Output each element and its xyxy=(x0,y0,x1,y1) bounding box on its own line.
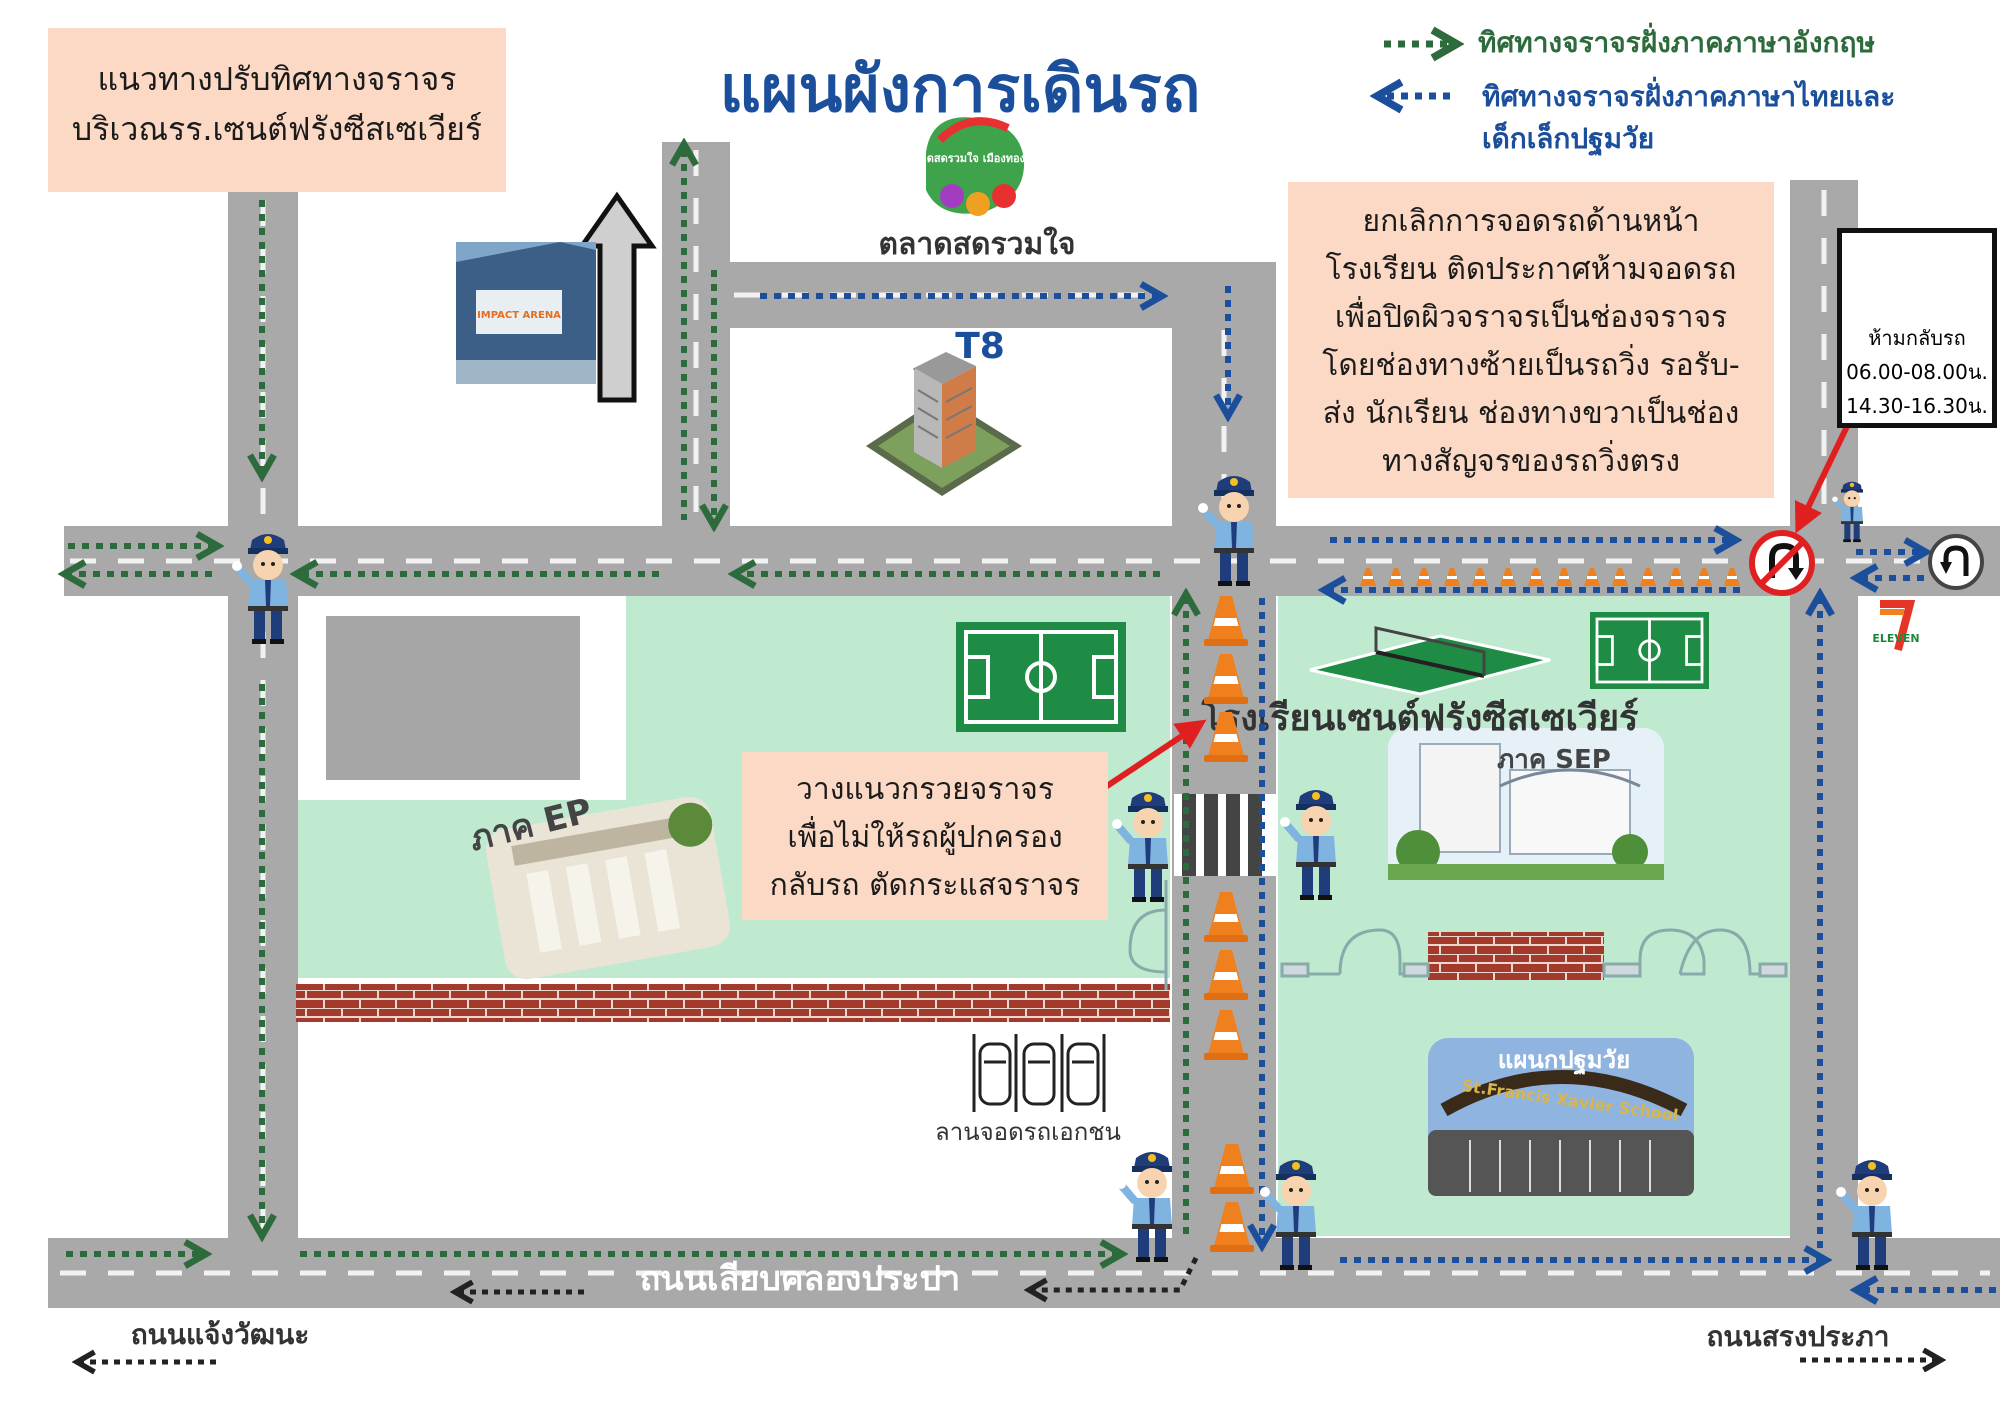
seven-eleven-logo-icon: ELEVEN xyxy=(1872,600,1920,652)
legend-blue-line: เด็กเล็กปฐมวัย xyxy=(1482,122,1655,155)
ep-building-photo xyxy=(486,796,730,980)
market-label: ตลาดสดรวมใจ xyxy=(879,226,1076,262)
parking-cars-icon xyxy=(972,1034,1106,1112)
cone-note-line: เพื่อไม่ให้รถผู้ปกครอง xyxy=(787,820,1063,855)
no-uturn-time-afternoon: 14.30-16.30น. xyxy=(1846,394,1988,418)
sep-building-photo xyxy=(1388,728,1664,880)
notice-box: ยกเลิกการจอดรถด้านหน้า โรงเรียน ติดประกา… xyxy=(1288,182,1774,498)
up-arrow-icon xyxy=(577,191,657,403)
cone-note-box: วางแนวกรวยจราจร เพื่อไม่ให้รถผู้ปกครอง ก… xyxy=(742,752,1108,920)
gate-icon xyxy=(1128,880,1788,990)
no-uturn-info-box: ห้ามกลับรถ 06.00-08.00น. 14.30-16.30น. xyxy=(1837,228,1997,428)
uturn-sign-icon xyxy=(1928,534,1984,590)
notice-line: โดยช่องทางซ้ายเป็นรถวิ่ง รอรับ- xyxy=(1322,348,1740,383)
no-uturn-label: ห้ามกลับรถ xyxy=(1868,326,1966,350)
cone-note-line: กลับรถ ตัดกระแสจราจร xyxy=(769,868,1081,903)
notice-line: ส่ง นักเรียน ช่องทางขวาเป็นช่อง xyxy=(1322,396,1740,431)
brick-wall-icon xyxy=(296,984,1170,1022)
building-icon xyxy=(866,352,1022,496)
kindergarten-label: แผนกปฐมวัย xyxy=(1498,1046,1630,1076)
crosswalk-icon xyxy=(1174,794,1276,876)
svg-text:ELEVEN: ELEVEN xyxy=(1872,632,1919,645)
legend-blue-label: ทิศทางจราจรฝั่งภาคภาษาไทยและ เด็กเล็กปฐม… xyxy=(1482,76,1895,160)
notice-line: ทางสัญจรของรถวิ่งตรง xyxy=(1381,444,1681,479)
svg-text:ตลาดสดรวมใจ เมืองทองธานี: ตลาดสดรวมใจ เมืองทองธานี xyxy=(907,151,1046,165)
red-pointer-arrow-icon xyxy=(1794,414,1855,534)
map-title: แผนผังการเดินรถ xyxy=(719,53,1201,127)
left-road-label: ถนนแจ้งวัฒนะ xyxy=(131,1318,310,1351)
building-label: T8 xyxy=(955,326,1005,367)
legend-green-label: ทิศทางจราจรฝั่งภาคภาษาอังกฤษ xyxy=(1478,26,1875,59)
kindergarten-photo: St.Francis Xavier School แผนกปฐมวัย xyxy=(1428,1038,1694,1196)
notice-line: ยกเลิกการจอดรถด้านหน้า xyxy=(1362,204,1700,239)
svg-text:IMPACT ARENA: IMPACT ARENA xyxy=(477,310,561,321)
tennis-court-icon xyxy=(1309,626,1551,696)
school-name-label: โรงเรียนเซนต์ฟรังซีสเซเวียร์ xyxy=(1201,696,1639,739)
blue-traffic-flow xyxy=(760,286,1996,1290)
info-line: แนวทางปรับทิศทางจราจร xyxy=(97,60,457,98)
notice-line: โรงเรียน ติดประกาศห้ามจอดรถ xyxy=(1325,252,1737,287)
cone-note-line: วางแนวกรวยจราจร xyxy=(796,772,1054,807)
market-logo-icon: ตลาดสดรวมใจ เมืองทองธานี xyxy=(907,117,1046,216)
gray-block xyxy=(326,616,580,780)
parking-label: ลานจอดรถเอกชน xyxy=(935,1118,1121,1146)
sep-label: ภาค SEP xyxy=(1497,745,1611,775)
green-traffic-flow xyxy=(66,150,1186,1254)
info-line: บริเวณรร.เซนต์ฟรังซีสเซเวียร์ xyxy=(71,110,483,148)
road-direction-arrows xyxy=(82,1256,1936,1362)
no-uturn-sign-icon xyxy=(1749,530,1815,596)
notice-line: เพื่อปิดผิวจราจรเป็นช่องจราจร xyxy=(1334,300,1728,335)
right-road-label: ถนนสรงประภา xyxy=(1706,1320,1889,1353)
brick-wall-icon xyxy=(1428,932,1604,980)
no-uturn-time-morning: 06.00-08.00น. xyxy=(1846,360,1988,384)
info-box: แนวทางปรับทิศทางจราจร บริเวณรร.เซนต์ฟรัง… xyxy=(48,28,506,192)
impact-building-icon: IMPACT ARENA xyxy=(456,242,596,384)
bottom-road-label: ถนนเลียบคลองประปา xyxy=(640,1259,960,1299)
legend-blue-line: ทิศทางจราจรฝั่งภาคภาษาไทยและ xyxy=(1482,80,1896,113)
